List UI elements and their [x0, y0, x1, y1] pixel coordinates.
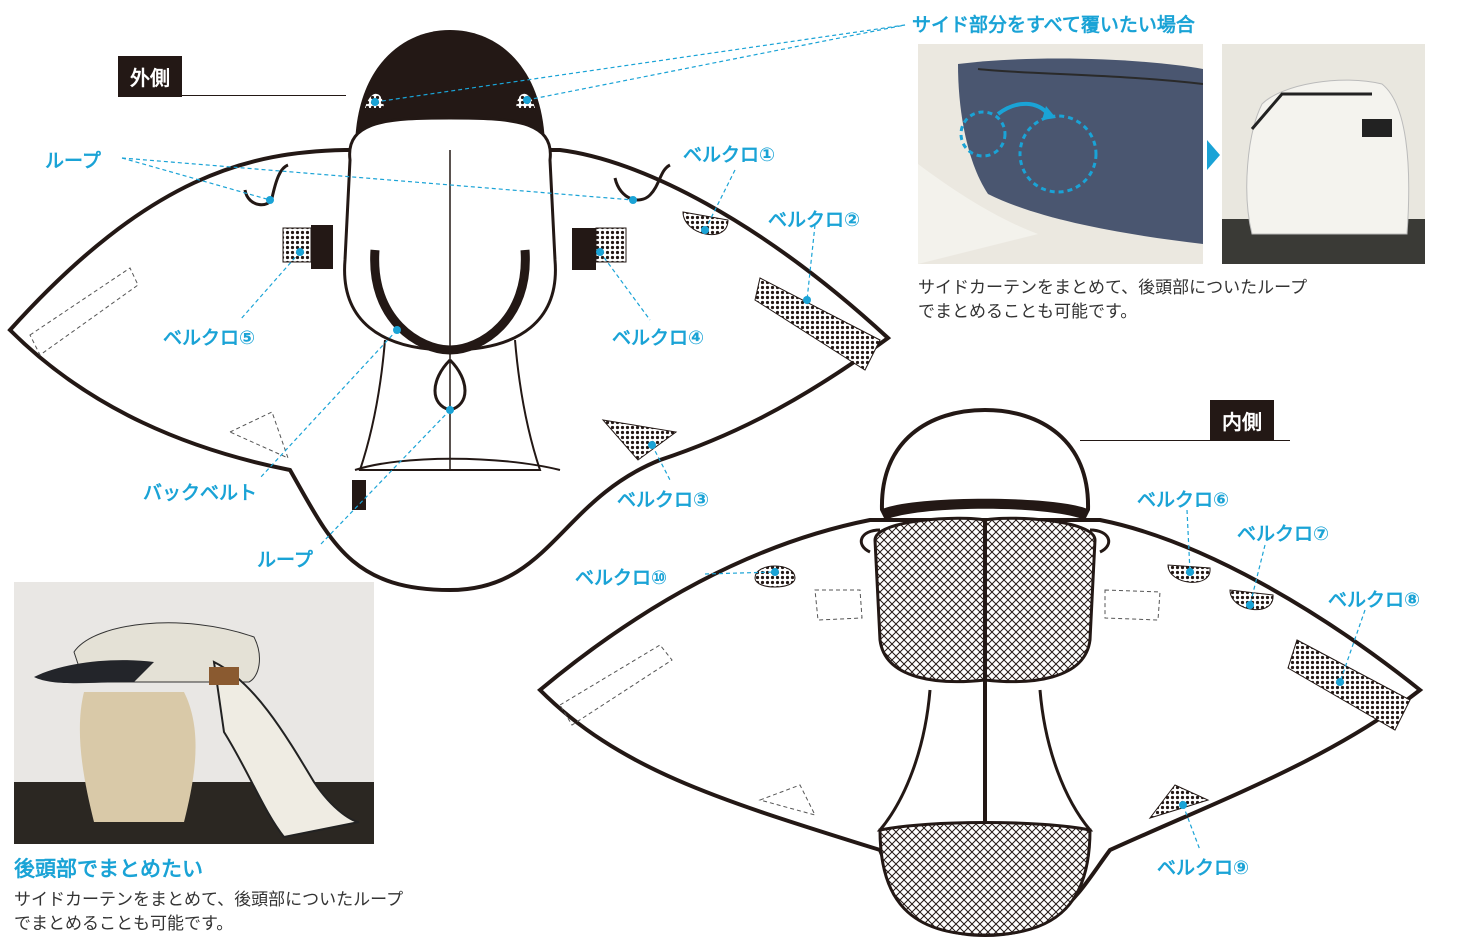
side-cover-caption-line-1: サイドカーテンをまとめて、後頭部についたループ: [918, 278, 1308, 298]
outer-hat-diagram: [7, 30, 892, 593]
label-velcro-10: ベルクロ⑩: [575, 567, 668, 589]
inner-hat-diagram: [537, 407, 1424, 938]
back-bundle-caption: サイドカーテンをまとめて、後頭部についたループ でまとめることも可能です。: [14, 888, 403, 936]
inner-tag-rule: [1080, 440, 1290, 441]
label-velcro-9: ベルクロ⑨: [1157, 857, 1250, 879]
label-back-belt: バックベルト: [143, 482, 258, 504]
label-velcro-3: ベルクロ③: [617, 489, 710, 511]
back-bundle-photo: [14, 582, 374, 844]
side-cover-photo-1: [918, 44, 1203, 264]
outer-tag-rule: [118, 95, 346, 96]
side-cover-caption-line-2: でまとめることも可能です。: [918, 302, 1138, 322]
label-loop-bottom: ループ: [257, 549, 313, 571]
leader-lines: [121, 24, 1366, 851]
label-velcro-6: ベルクロ⑥: [1137, 489, 1230, 511]
back-bundle-title: 後頭部でまとめたい: [14, 857, 203, 881]
back-bundle-caption-line-1: サイドカーテンをまとめて、後頭部についたループ: [14, 890, 404, 910]
label-velcro-7: ベルクロ⑦: [1237, 523, 1330, 545]
label-velcro-5: ベルクロ⑤: [163, 327, 256, 349]
label-velcro-2: ベルクロ②: [768, 209, 861, 231]
outer-curtain: [7, 148, 892, 593]
outer-section-tag: 外側: [118, 56, 182, 97]
label-velcro-4: ベルクロ④: [612, 327, 705, 349]
label-loop-top: ループ: [45, 150, 101, 172]
label-velcro-8: ベルクロ⑧: [1328, 589, 1421, 611]
label-velcro-1: ベルクロ①: [683, 144, 776, 166]
side-cover-caption: サイドカーテンをまとめて、後頭部についたループ でまとめることも可能です。: [918, 276, 1307, 324]
side-cover-photo-2: [1222, 44, 1425, 264]
inner-section-tag: 内側: [1210, 400, 1274, 441]
side-cover-title: サイド部分をすべて覆いたい場合: [912, 14, 1195, 36]
back-bundle-caption-line-2: でまとめることも可能です。: [14, 914, 234, 934]
arrow-right-icon: [1207, 140, 1220, 170]
leader-dots: [266, 96, 1344, 809]
